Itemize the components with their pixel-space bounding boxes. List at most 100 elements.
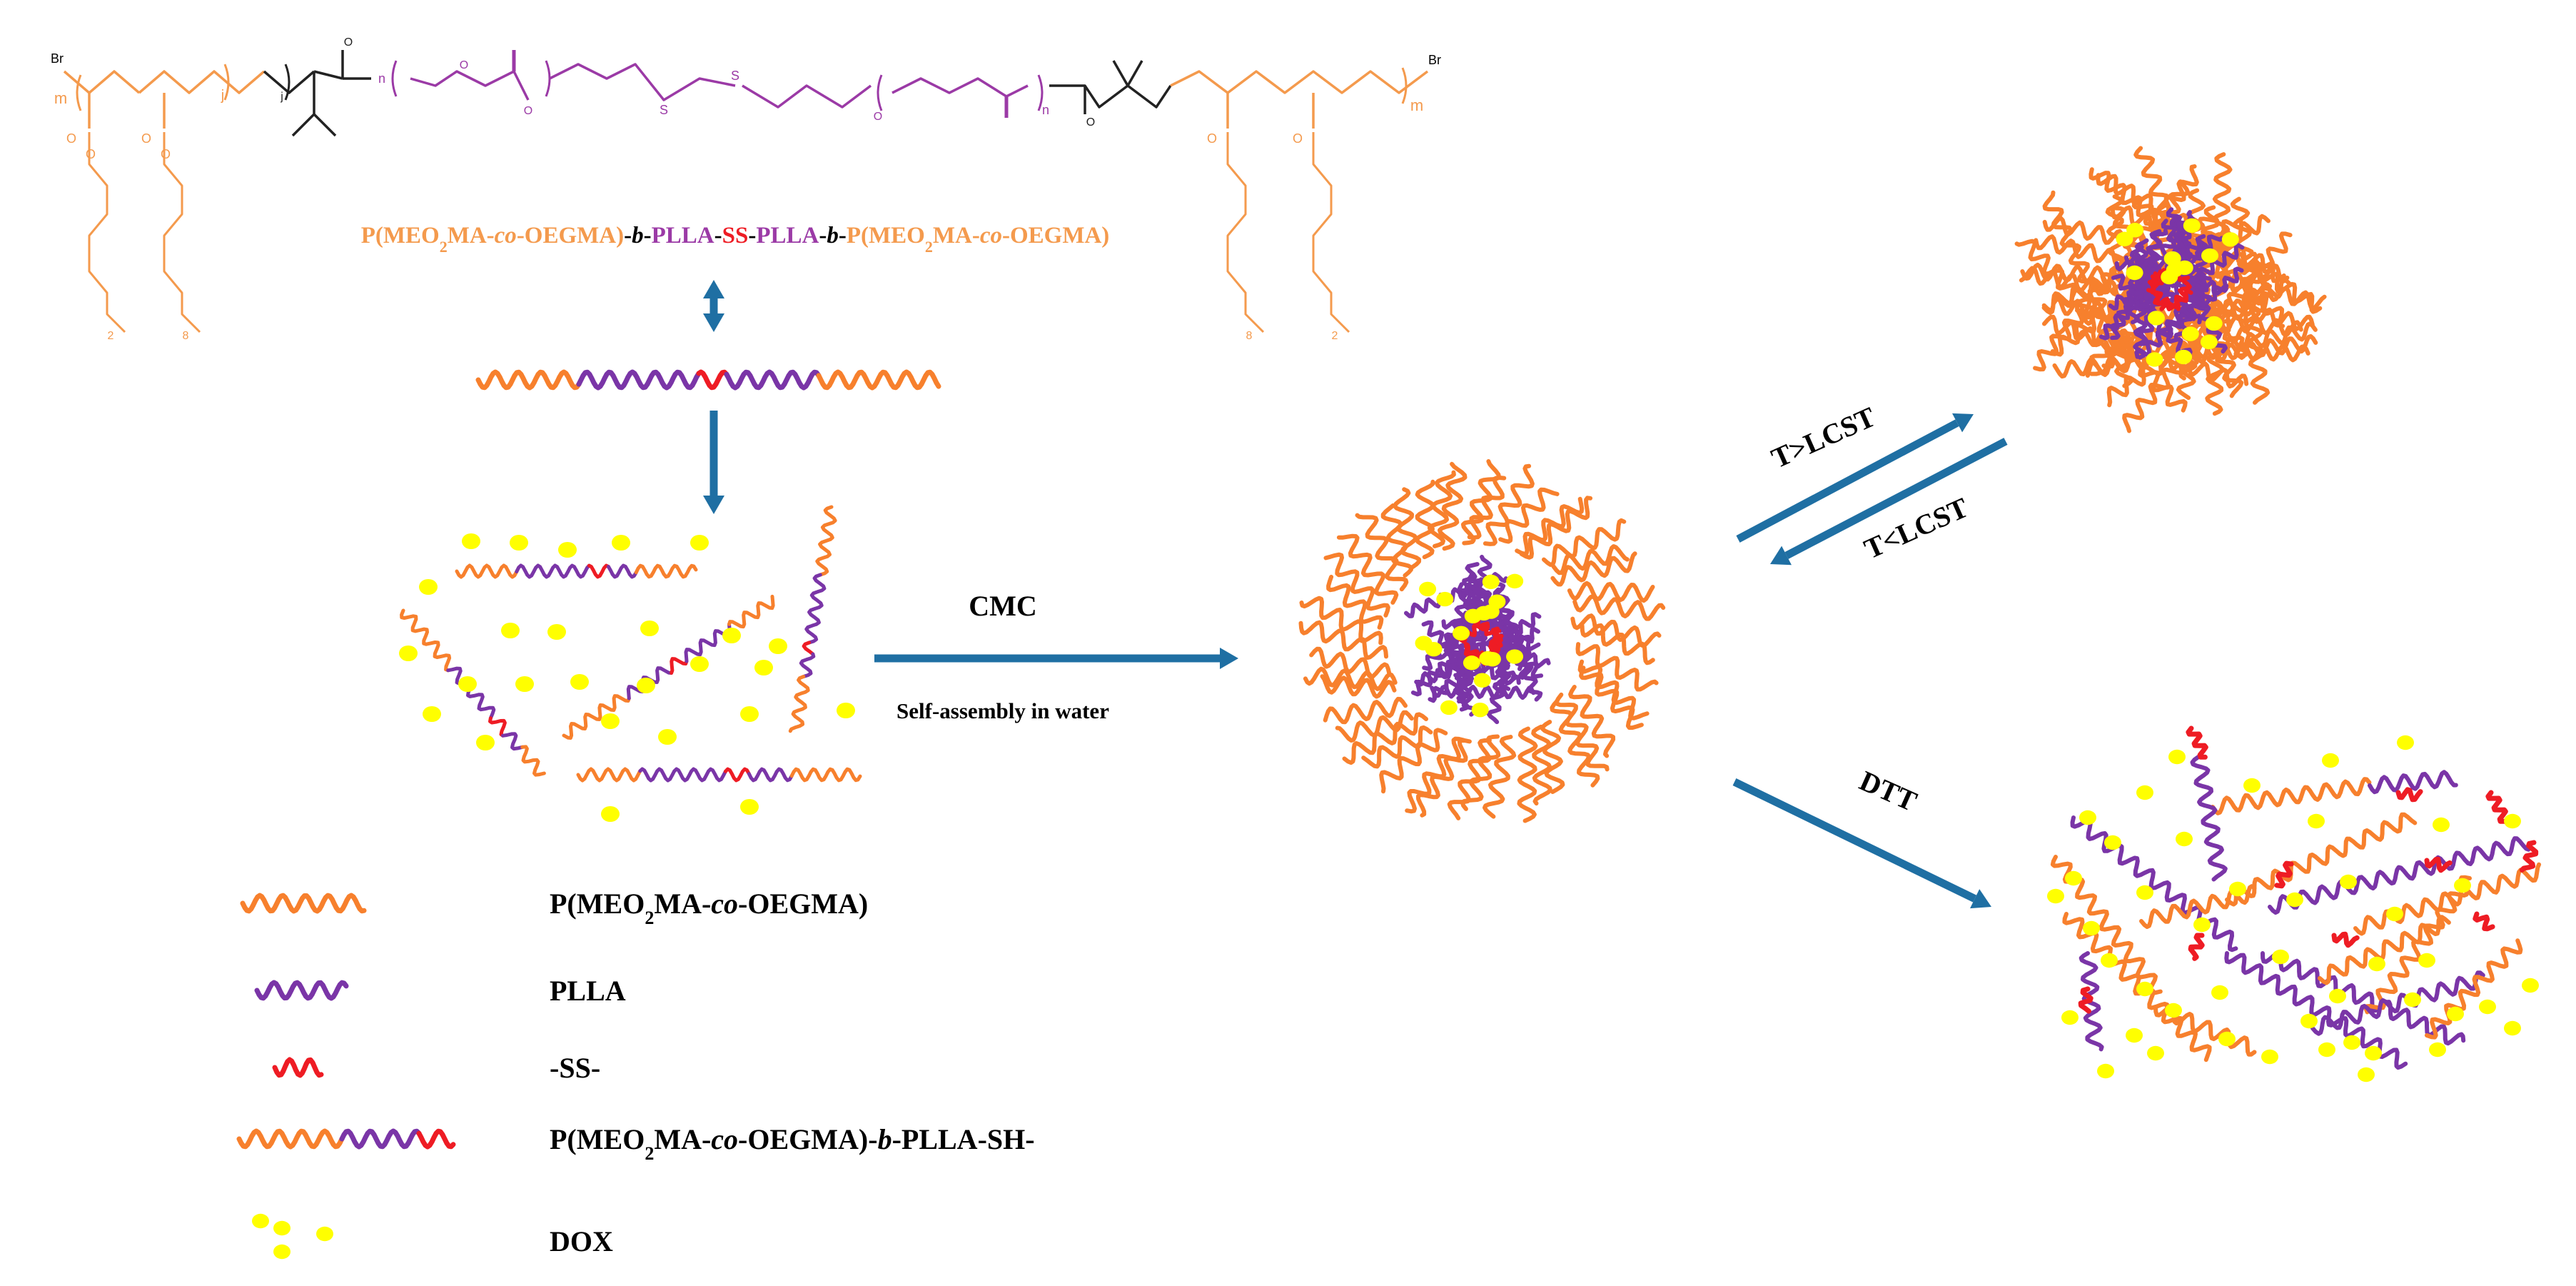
self-assembly-label: Self-assembly in water (896, 698, 1109, 723)
free-chain (2190, 755, 2228, 882)
dox-dot (2504, 813, 2521, 829)
legend-label: P(MEO2MA-co-OEGMA)-b-PLLA-SH- (550, 1123, 1035, 1164)
triblock-chain (475, 369, 941, 391)
plla-o-right: O (874, 111, 882, 123)
dox-dot (510, 534, 528, 551)
title-part: - (644, 223, 652, 248)
purple-segment (339, 1128, 422, 1150)
dox-dot (570, 673, 589, 690)
orange-segment (520, 745, 546, 777)
dox-dot (2386, 906, 2403, 922)
legend-label-part: PLLA (550, 975, 626, 1007)
t-below-lcst-label: T<LCST (1859, 491, 1973, 566)
shell-chain (1519, 496, 1593, 560)
s-atom-2: S (731, 69, 739, 83)
thiol-end (2485, 790, 2508, 824)
backbone-right (1170, 70, 1429, 94)
methyl-2 (313, 113, 337, 137)
shell-chain (1567, 581, 1655, 603)
legend-item: P(MEO2MA-co-OEGMA)-b-PLLA-SH- (236, 1123, 1035, 1164)
carbonyl-o: O (66, 131, 76, 146)
repeat-index: 2 (108, 330, 114, 342)
title-part: co (495, 223, 517, 248)
cmc-arrow (874, 648, 1238, 669)
copolymer-name: P(MEO2MA-co-OEGMA)-b-PLLA-SS-PLLA-b-P(ME… (361, 223, 1110, 256)
shell-chain (1380, 503, 1413, 578)
title-part: -OEGMA) (517, 223, 624, 248)
dox-dot (2286, 892, 2303, 908)
dox-dot (2308, 813, 2325, 829)
repeat-index: 2 (1332, 330, 1338, 342)
arrow-shaft (1736, 419, 1959, 543)
dox-dot (2272, 949, 2289, 965)
repeat-index: 8 (1246, 330, 1253, 342)
shell-chain (1438, 461, 1468, 551)
thiol-end (2078, 986, 2093, 1014)
dox-dot (2126, 265, 2143, 281)
unimer-chain (576, 767, 862, 783)
title-part: MA- (933, 223, 980, 248)
legend-glyph (240, 893, 367, 914)
o-atom-right: O (1086, 116, 1095, 129)
dox-dot (2318, 1042, 2335, 1058)
orange-segment (576, 767, 642, 783)
title-part: - (839, 223, 847, 248)
orange-segment (789, 767, 862, 783)
dox-dot (601, 713, 620, 730)
ethylene-chain-2 (742, 84, 872, 109)
legend-item: -SS- (272, 1052, 600, 1084)
title-part: P(MEO (847, 223, 925, 248)
arrow-head (1220, 648, 1238, 669)
shell-chain (1550, 698, 1600, 788)
purple-segment (724, 369, 822, 391)
dox-dot (2365, 1045, 2382, 1061)
dox-dot (2211, 985, 2228, 1000)
disassembled-chains (2047, 725, 2542, 1082)
core-chain (1453, 576, 1479, 704)
free-chain (2425, 938, 2523, 1040)
title-part: - (819, 223, 827, 248)
dox-dot (1471, 702, 1489, 718)
methyl-right-2 (1126, 60, 1143, 86)
plla-right (892, 77, 1029, 98)
legend-label-part: -PLLA-SH- (892, 1123, 1035, 1155)
oegma-side-chain (1226, 132, 1265, 333)
free-chain (2211, 777, 2372, 815)
index-m-right: m (1410, 96, 1423, 114)
shell-chain (1393, 487, 1422, 570)
dox-dot (2221, 232, 2239, 247)
unimers-in-solution (399, 505, 862, 823)
title-part: - (624, 223, 632, 248)
title-part: b (632, 223, 644, 248)
plla-carbonyl-o: O (524, 105, 532, 117)
legend-glyph (272, 1057, 324, 1078)
thiol-end (2186, 725, 2208, 760)
red-segment (724, 767, 751, 783)
t-above-lcst-label: T>LCST (1767, 401, 1880, 475)
backbone-left (63, 70, 141, 94)
dox-dot (722, 627, 741, 644)
free-chain (2268, 836, 2531, 915)
title-part: b (827, 223, 839, 248)
core-chain (1430, 684, 1536, 700)
purple-segment (606, 563, 638, 579)
dox-dot (316, 1226, 333, 1242)
dox-dot (2175, 349, 2193, 365)
dox-dot (2358, 1067, 2375, 1082)
free-chain (2261, 950, 2466, 1046)
bromine-right: Br (1428, 53, 1441, 67)
core-chain (2126, 242, 2144, 325)
dox-dot (2397, 735, 2414, 750)
dox-dot (2097, 1063, 2114, 1079)
dox-dot (2343, 1035, 2360, 1050)
dox-dot (2083, 920, 2100, 936)
shell-chain (1483, 735, 1517, 819)
dox-dot (2136, 981, 2153, 997)
dox-dot (2136, 785, 2153, 800)
dox-dot (640, 620, 659, 637)
shell-chain (1320, 674, 1397, 699)
legend-glyph (254, 980, 349, 1001)
title-part: - (714, 223, 722, 248)
thiol-end (2473, 911, 2495, 932)
red-segment (670, 657, 689, 675)
